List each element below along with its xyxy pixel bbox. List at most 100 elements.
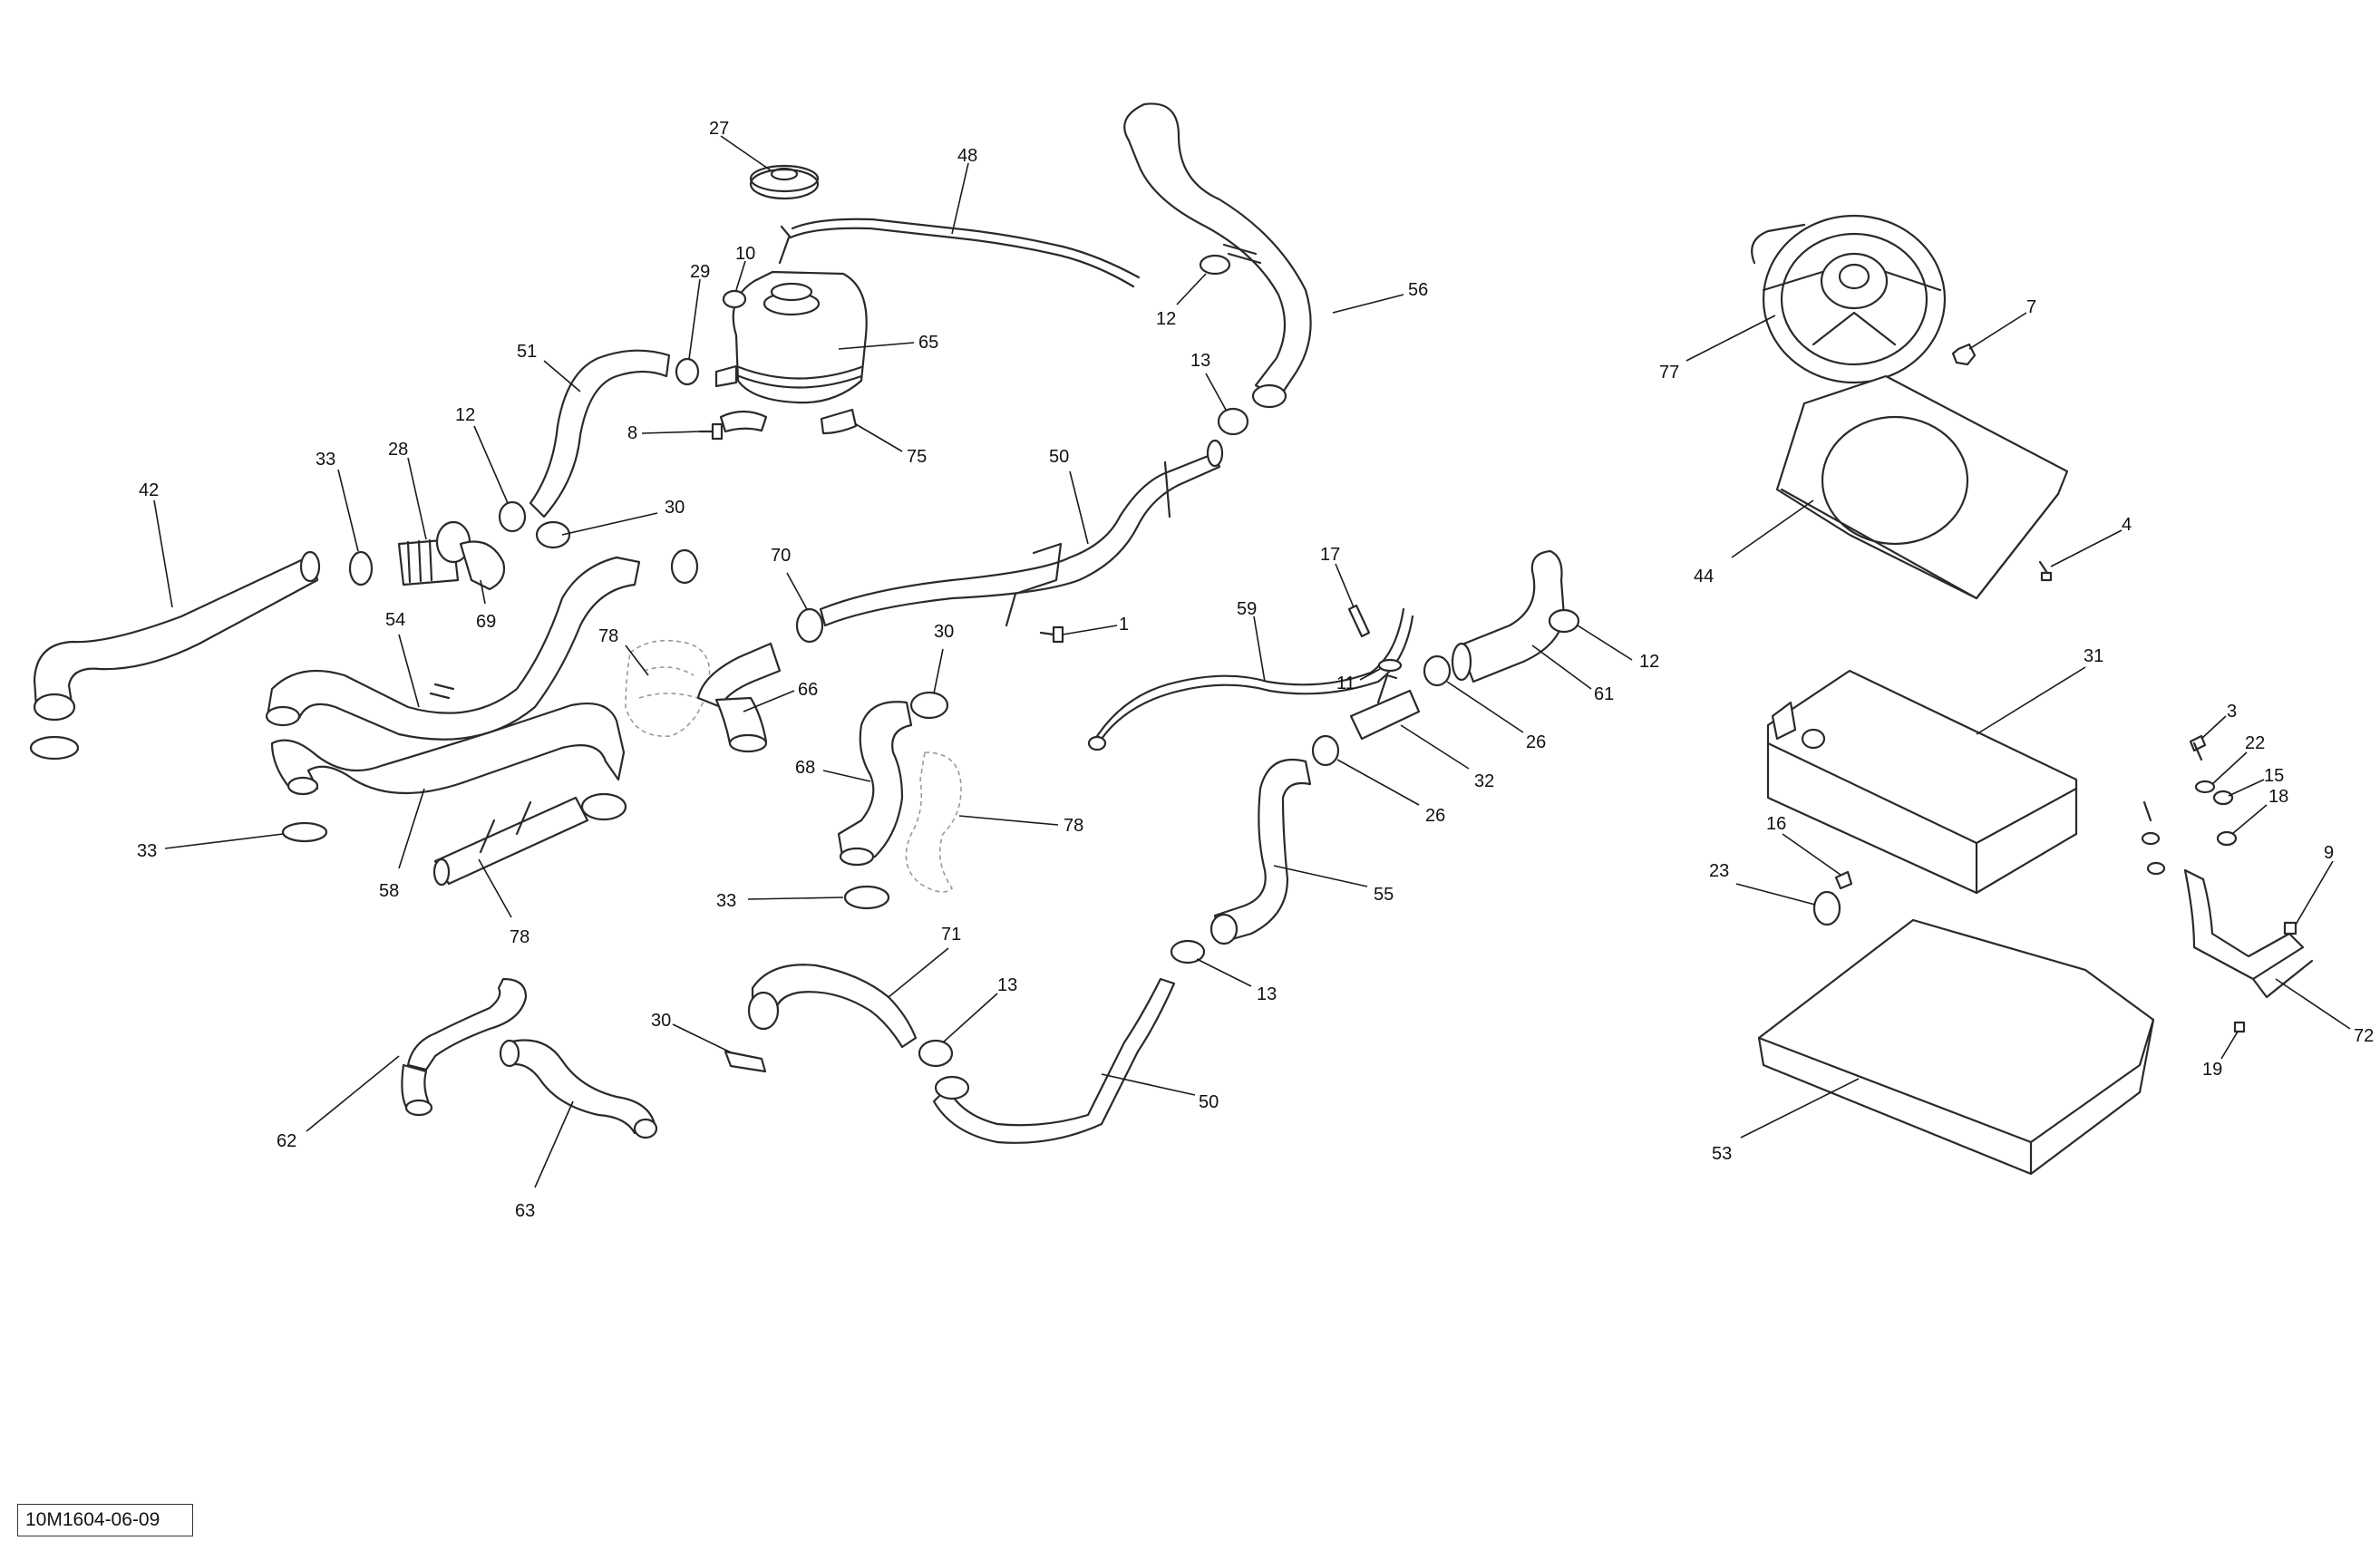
part-clamp-30-c xyxy=(724,1050,767,1073)
callout-54: 54 xyxy=(385,610,420,708)
callout-53: 53 xyxy=(1712,1078,1860,1164)
svg-text:15: 15 xyxy=(2264,766,2284,786)
callout-27: 27 xyxy=(709,119,772,171)
svg-text:13: 13 xyxy=(997,975,1017,995)
part-clamp-29 xyxy=(675,357,700,386)
svg-text:31: 31 xyxy=(2084,646,2103,666)
svg-text:33: 33 xyxy=(137,841,157,861)
part-hose-42 xyxy=(33,550,321,722)
part-clamp-11 xyxy=(1377,658,1403,673)
svg-text:32: 32 xyxy=(1474,771,1494,791)
svg-text:30: 30 xyxy=(651,1011,671,1031)
svg-text:78: 78 xyxy=(598,626,618,646)
part-bracket-72 xyxy=(2183,868,2314,999)
callout-28: 28 xyxy=(388,440,427,540)
callout-71: 71 xyxy=(888,925,961,998)
callout-12-right: 12 xyxy=(1577,625,1659,672)
part-sleeve-ghost-b xyxy=(905,751,962,893)
svg-text:66: 66 xyxy=(798,680,818,700)
part-hose-56 xyxy=(1123,102,1312,409)
svg-text:68: 68 xyxy=(795,758,815,778)
callout-50-top: 50 xyxy=(1049,447,1089,545)
callout-78-b: 78 xyxy=(958,815,1083,836)
svg-text:42: 42 xyxy=(139,480,159,500)
svg-text:63: 63 xyxy=(515,1201,535,1221)
svg-text:77: 77 xyxy=(1659,363,1679,383)
part-sleeve-ghost-a xyxy=(625,639,711,737)
svg-text:61: 61 xyxy=(1594,684,1614,704)
part-hose-71 xyxy=(747,964,918,1049)
callout-61: 61 xyxy=(1531,645,1614,704)
svg-text:11: 11 xyxy=(1336,674,1355,693)
callout-30-a: 30 xyxy=(561,498,685,536)
svg-text:18: 18 xyxy=(2268,787,2288,807)
part-clip-17 xyxy=(1347,604,1371,638)
callout-1: 1 xyxy=(1062,615,1129,635)
callout-31: 31 xyxy=(1976,646,2103,735)
svg-text:12: 12 xyxy=(1156,309,1176,329)
callout-30-c: 30 xyxy=(651,1011,733,1054)
callout-66: 66 xyxy=(743,680,818,712)
svg-text:75: 75 xyxy=(907,447,927,467)
svg-text:71: 71 xyxy=(941,925,961,945)
callout-12-mid: 12 xyxy=(455,405,509,504)
part-clamp-33-a xyxy=(29,550,374,761)
callout-15: 15 xyxy=(2228,766,2284,797)
part-screw-1 xyxy=(1039,625,1064,644)
part-clamp-26 xyxy=(1311,654,1452,767)
svg-text:54: 54 xyxy=(385,610,405,630)
svg-text:78: 78 xyxy=(1064,816,1083,836)
part-clamp-12-b xyxy=(1199,254,1231,276)
part-hardware-stack xyxy=(2141,734,2238,876)
callout-12-top: 12 xyxy=(1156,273,1207,329)
part-screw-4 xyxy=(2038,560,2053,582)
callout-9: 9 xyxy=(2295,843,2334,926)
callout-29: 29 xyxy=(688,262,710,360)
callout-62: 62 xyxy=(277,1055,400,1151)
callout-10: 10 xyxy=(735,244,755,291)
drawing-reference-text: 10M1604-06-09 xyxy=(25,1509,160,1530)
svg-text:48: 48 xyxy=(957,146,977,166)
svg-text:26: 26 xyxy=(1526,732,1546,752)
part-tank-label xyxy=(820,408,858,435)
drawing-reference: 10M1604-06-09 xyxy=(17,1504,193,1536)
svg-text:1: 1 xyxy=(1119,615,1129,635)
svg-text:4: 4 xyxy=(2122,515,2132,535)
callout-26-b: 26 xyxy=(1336,759,1445,826)
callout-11: 11 xyxy=(1336,668,1381,693)
part-clamp-33-b xyxy=(281,792,890,910)
part-thermostat-housing xyxy=(397,520,471,586)
callout-13-low: 13 xyxy=(1196,958,1277,1004)
svg-text:30: 30 xyxy=(665,498,685,518)
part-coolant-pipe-lower xyxy=(932,977,1176,1144)
callout-4: 4 xyxy=(2050,515,2132,567)
part-screw-9 xyxy=(2283,921,2297,935)
callout-48: 48 xyxy=(951,146,977,235)
part-screw-19 xyxy=(2233,1021,2246,1033)
callout-70: 70 xyxy=(771,546,808,610)
callout-68: 68 xyxy=(795,758,871,782)
svg-text:29: 29 xyxy=(690,262,710,282)
part-nut-7 xyxy=(1951,343,1977,366)
svg-text:33: 33 xyxy=(316,450,335,470)
callout-56: 56 xyxy=(1332,280,1428,314)
callout-13-mid: 13 xyxy=(942,975,1017,1043)
svg-text:19: 19 xyxy=(2202,1060,2222,1080)
callout-58: 58 xyxy=(379,788,425,901)
svg-text:28: 28 xyxy=(388,440,408,460)
part-hose-51 xyxy=(529,349,671,519)
callout-7: 7 xyxy=(1968,297,2036,350)
svg-text:50: 50 xyxy=(1049,447,1069,467)
part-hose-55 xyxy=(1209,758,1312,945)
callout-32: 32 xyxy=(1400,724,1494,791)
part-clamp-13-b xyxy=(918,939,1206,1068)
callout-17: 17 xyxy=(1320,545,1355,608)
svg-text:9: 9 xyxy=(2324,843,2334,863)
part-hose-66 xyxy=(696,642,782,753)
svg-text:26: 26 xyxy=(1425,806,1445,826)
part-clamp-12-a xyxy=(498,500,527,533)
callout-26-a: 26 xyxy=(1446,681,1546,752)
svg-text:78: 78 xyxy=(510,927,529,947)
svg-text:3: 3 xyxy=(2227,702,2237,722)
